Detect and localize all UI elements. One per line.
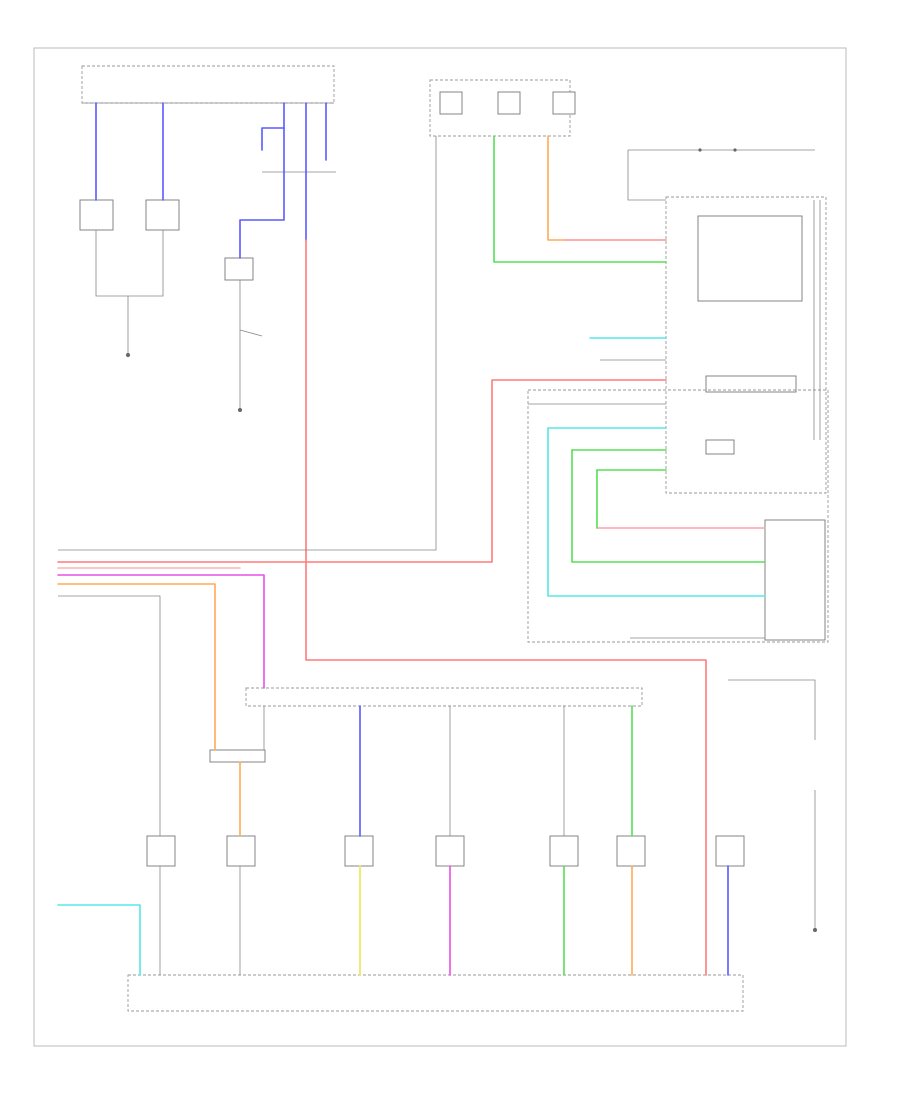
wire-orange-top	[547, 135, 667, 241]
bottom-ground-bus	[127, 974, 744, 1012]
wire-blue-4	[261, 127, 285, 151]
combination-meter-module	[527, 389, 829, 643]
right-ground-chain	[728, 679, 817, 932]
right-control-module	[665, 196, 827, 494]
top-center-fuse-block	[429, 79, 576, 137]
upper-right-switch	[627, 148, 815, 201]
wire-gray-2	[58, 595, 161, 836]
wire-orange-left	[57, 583, 216, 751]
wire-green-1	[571, 449, 766, 563]
bottom-component-row	[146, 687, 745, 867]
wire-gray-1	[58, 136, 437, 551]
wire-cyan-bottom	[57, 904, 141, 976]
center-left-switch	[224, 257, 263, 412]
left-switch-block	[79, 199, 180, 357]
top-left-junction-block	[81, 65, 335, 104]
wire-cyan-1	[547, 427, 766, 597]
page-frame	[33, 47, 847, 1047]
wire-magenta-left	[57, 574, 265, 689]
wire-green-top	[493, 135, 667, 263]
wire-red-bus	[57, 379, 667, 563]
wire-red-main	[305, 239, 707, 976]
wire-blue-3	[239, 102, 285, 259]
